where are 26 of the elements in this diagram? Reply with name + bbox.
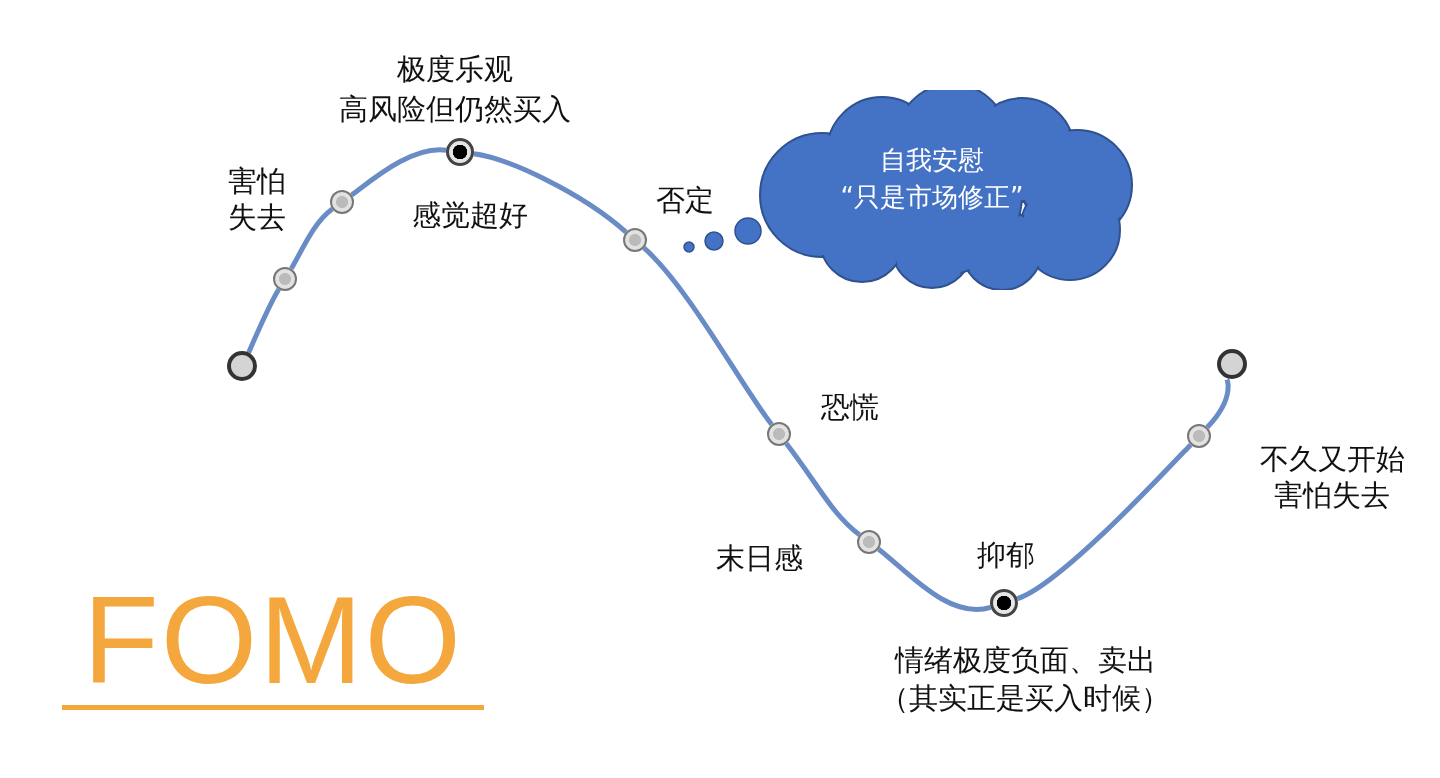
stage-label: 害怕失去 — [227, 162, 287, 236]
stage-label: 不久又开始害怕失去 — [1258, 440, 1406, 514]
curve-point — [273, 267, 297, 291]
stage-label: 感觉超好 — [412, 196, 528, 234]
stage-label: 恐慌 — [821, 388, 879, 426]
stage-label: 抑郁 — [977, 536, 1035, 574]
curve-segment — [1016, 442, 1193, 601]
curve-segment — [877, 547, 992, 612]
cloud-text: “只是市场修正” — [840, 180, 1024, 214]
stage-label: 否定 — [656, 181, 714, 219]
curve-segment — [1205, 376, 1231, 429]
curve-point — [1217, 349, 1247, 379]
curve-segment — [350, 147, 447, 197]
curve-segment — [473, 151, 628, 234]
cloud-text: 自我安慰 — [880, 143, 984, 177]
stage-label: 高风险但仍然买入 — [339, 90, 571, 128]
stage-label: （其实正是买入时候） — [880, 679, 1170, 717]
stage-label: 情绪极度负面、卖出 — [894, 641, 1156, 679]
curve-segment — [642, 246, 774, 426]
curve-segment — [784, 442, 861, 537]
curve-segment — [246, 288, 281, 354]
heading-text: FOMO — [62, 575, 484, 711]
curve-point — [227, 351, 257, 381]
stage-label: 极度乐观 — [397, 50, 513, 88]
stage-label: 末日感 — [715, 539, 803, 577]
curve-segment — [289, 207, 334, 270]
